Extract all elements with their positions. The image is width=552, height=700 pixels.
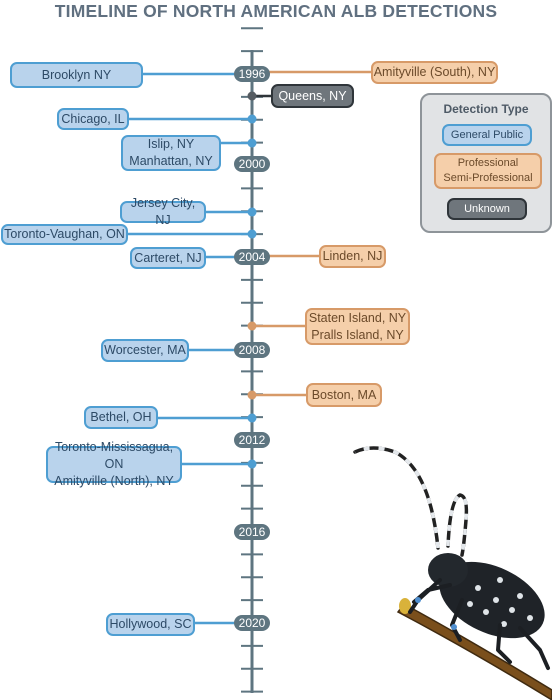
antenna-left xyxy=(353,446,440,550)
event-box-boston: Boston, MA xyxy=(306,383,382,407)
event-marker xyxy=(247,413,257,423)
beetle-spot xyxy=(501,621,507,627)
beetle-leg xyxy=(408,578,442,614)
year-label-2016: 2016 xyxy=(234,524,270,540)
beetle-foot-blue xyxy=(415,597,421,603)
antenna-right-bands xyxy=(446,493,469,556)
year-label-2000: 2000 xyxy=(234,156,270,172)
beetle-spot xyxy=(527,615,533,621)
event-marker xyxy=(247,207,257,217)
event-box-queens: Queens, NY xyxy=(271,84,354,108)
event-marker xyxy=(247,138,257,148)
event-marker xyxy=(247,321,257,331)
legend-general-public: General Public xyxy=(442,124,532,146)
year-label-2008: 2008 xyxy=(234,342,270,358)
beetle-spot xyxy=(517,593,523,599)
legend-title: Detection Type xyxy=(443,102,529,116)
year-label-2020: 2020 xyxy=(234,615,270,631)
twig-tip xyxy=(399,598,411,614)
beetle-head xyxy=(428,553,468,587)
beetle-spot xyxy=(497,577,503,583)
event-marker xyxy=(247,459,257,469)
antenna-left-bands xyxy=(354,446,440,549)
event-box-bethel: Bethel, OH xyxy=(84,406,158,429)
beetle-illustration xyxy=(353,446,552,700)
year-label-2004: 2004 xyxy=(234,249,270,265)
event-marker xyxy=(247,91,257,101)
event-marker xyxy=(247,390,257,400)
event-box-hollywood: Hollywood, SC xyxy=(106,613,195,636)
event-box-chicago: Chicago, IL xyxy=(57,108,129,130)
beetle-spot xyxy=(475,585,481,591)
event-box-carteret: Carteret, NJ xyxy=(130,247,206,269)
beetle-body xyxy=(439,561,545,639)
beetle-leg xyxy=(518,626,550,670)
twig xyxy=(396,603,552,700)
legend-unknown: Unknown xyxy=(447,198,527,220)
page-title: TIMELINE OF NORTH AMERICAN ALB DETECTION… xyxy=(54,1,498,21)
event-box-toronto-vaughan: Toronto-Vaughan, ON xyxy=(1,224,128,245)
event-box-staten-pralls: Staten Island, NY Pralls Island, NY xyxy=(305,308,410,345)
event-box-worcester: Worcester, MA xyxy=(101,339,189,362)
event-marker xyxy=(247,114,257,124)
legend-professional: Professional Semi-Professional xyxy=(434,153,542,189)
legend: Detection Type General Public Profession… xyxy=(420,93,552,233)
year-label-1996: 1996 xyxy=(234,66,270,82)
event-box-linden: Linden, NJ xyxy=(319,245,386,268)
beetle-spot xyxy=(467,601,473,607)
event-marker xyxy=(247,229,257,239)
year-label-2012: 2012 xyxy=(234,432,270,448)
beetle-spot xyxy=(483,609,489,615)
beetle-leg xyxy=(496,623,512,664)
beetle-spot xyxy=(493,597,499,603)
beetle-foot-blue xyxy=(451,624,457,630)
event-box-amityville-south: Amityville (South), NY xyxy=(371,61,498,84)
event-box-islip-manhattan: Islip, NY Manhattan, NY xyxy=(121,135,221,171)
event-box-toronto-amityville-north: Toronto-Mississagua, ON Amityville (Nort… xyxy=(46,440,182,488)
beetle-spot xyxy=(509,607,515,613)
event-box-brooklyn: Brooklyn NY xyxy=(10,62,143,88)
event-box-jersey-city: Jersey City, NJ xyxy=(120,196,206,227)
